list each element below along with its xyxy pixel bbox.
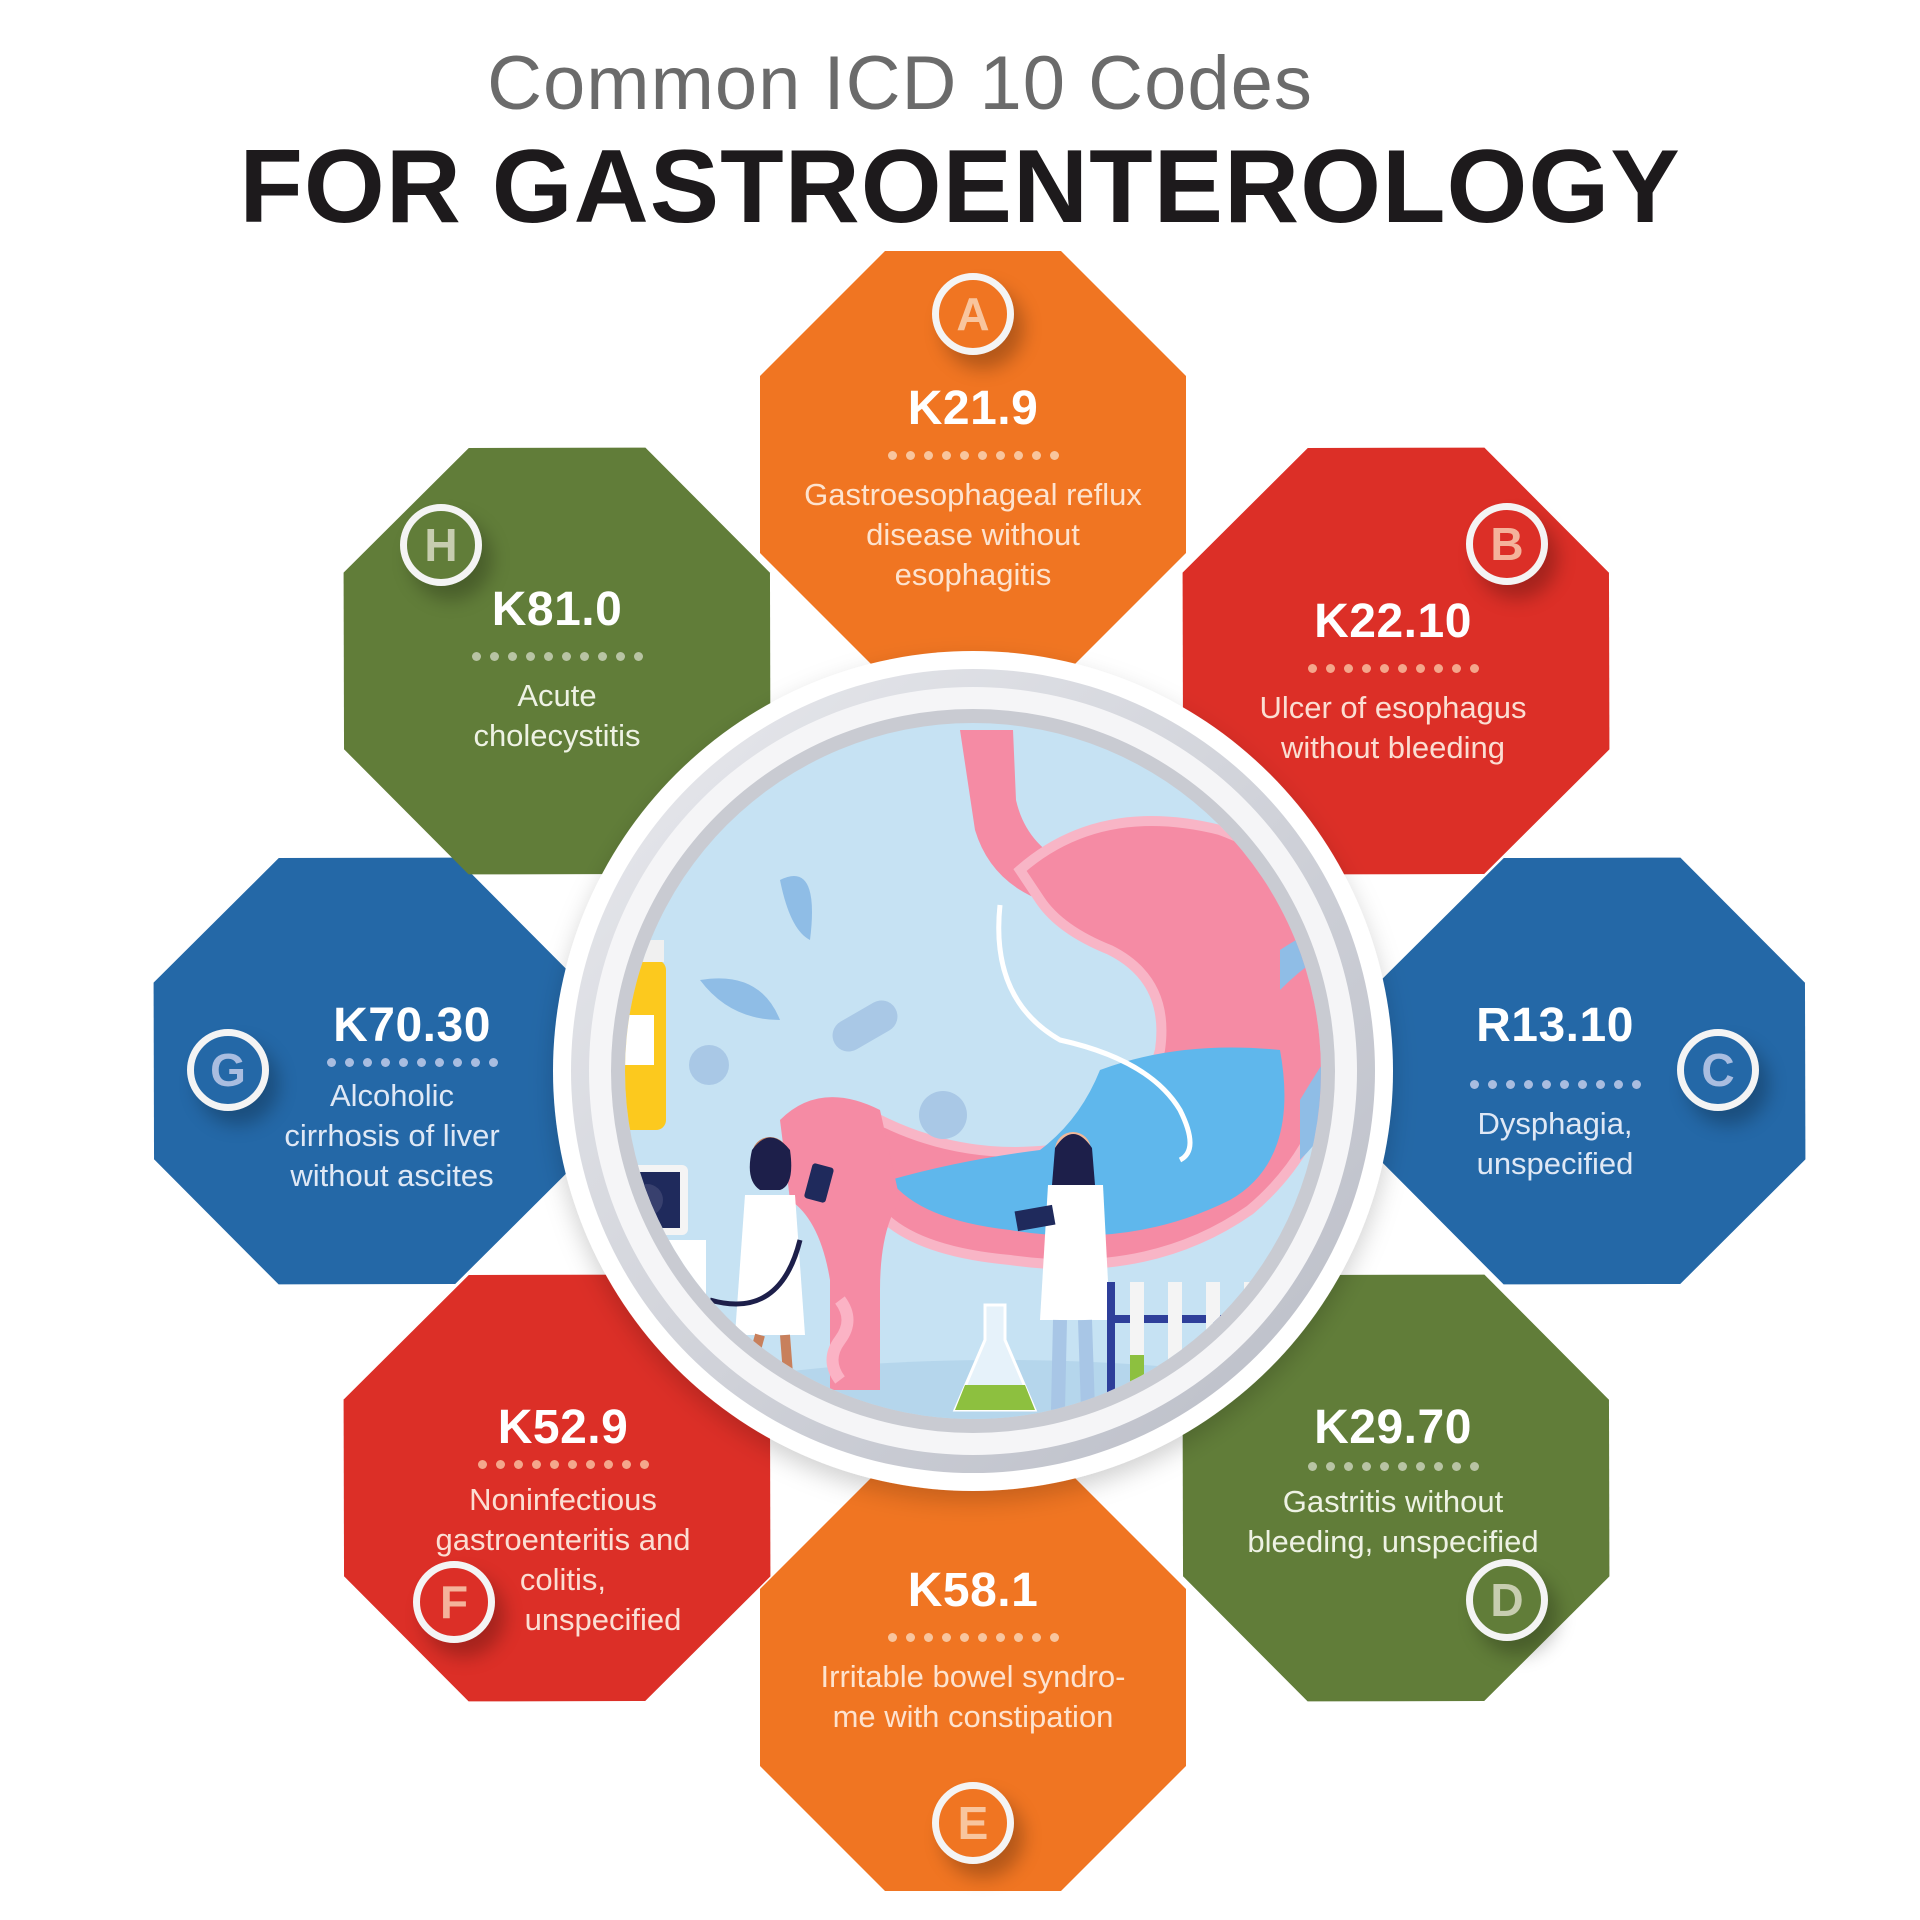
desc-f-line-4: unspecified bbox=[524, 1602, 682, 1637]
dot-divider bbox=[1183, 1462, 1603, 1476]
desc-c-line-1: Dysphagia, bbox=[1477, 1106, 1633, 1141]
badge-e-letter: E bbox=[957, 1797, 989, 1849]
code-c: R13.10 bbox=[1476, 999, 1634, 1052]
octagon-c bbox=[1378, 857, 1806, 1285]
desc-a-line-3: esophagitis bbox=[894, 557, 1052, 592]
dot-divider bbox=[182, 1058, 602, 1072]
badge-d-letter: D bbox=[1490, 1574, 1524, 1626]
desc-h-line-2: cholecystitis bbox=[473, 718, 641, 753]
desc-a-line-2: disease without bbox=[866, 517, 1080, 552]
octagon-a bbox=[760, 251, 1186, 678]
badge-h-letter: H bbox=[424, 519, 458, 571]
badge-b: B bbox=[1466, 503, 1548, 585]
dot-divider bbox=[353, 1460, 773, 1474]
code-panel-e: K58.1 Irritable bowel syndro- me with co… bbox=[763, 1563, 1183, 1737]
desc-g-line-1: Alcoholic bbox=[329, 1078, 455, 1113]
title-line-1: Common ICD 10 Codes bbox=[0, 40, 1920, 127]
desc-a-line-1: Gastroesophageal reflux bbox=[804, 477, 1142, 512]
desc-e-line-1: Irritable bowel syndro- bbox=[820, 1659, 1126, 1694]
title-line-1-text: Common ICD 10 Codes bbox=[487, 41, 1313, 126]
badge-g: G bbox=[187, 1029, 269, 1111]
octagon-g bbox=[153, 857, 581, 1285]
dot-divider bbox=[1183, 664, 1603, 678]
code-panel-h: K81.0 Acute cholecystitis bbox=[347, 582, 767, 756]
dot-divider bbox=[347, 652, 767, 666]
badge-b-letter: B bbox=[1490, 518, 1524, 570]
code-panel-a: K21.9 Gastroesophageal reflux disease wi… bbox=[763, 381, 1183, 595]
desc-g-line-2: cirrhosis of liver bbox=[284, 1118, 500, 1153]
code-panel-c: R13.10 Dysphagia, unspecified bbox=[1345, 998, 1765, 1184]
badge-h: H bbox=[400, 504, 482, 586]
badge-e: E bbox=[932, 1782, 1014, 1864]
badge-f-letter: F bbox=[439, 1576, 469, 1628]
desc-b-line-1: Ulcer of esophagus bbox=[1259, 690, 1527, 725]
title-line-2: FOR GASTROENTEROLOGY bbox=[239, 129, 1681, 245]
badge-c: C bbox=[1677, 1029, 1759, 1111]
octagon-e bbox=[760, 1464, 1186, 1891]
desc-c-line-2: unspecified bbox=[1476, 1146, 1634, 1181]
desc-f-line-2: gastroenteritis and bbox=[435, 1522, 691, 1557]
badge-d: D bbox=[1466, 1559, 1548, 1641]
code-panel-g: K70.30 Alcoholic cirrhosis of liver with… bbox=[182, 998, 602, 1196]
dot-divider bbox=[763, 451, 1183, 465]
desc-d-line-2: bleeding, unspecified bbox=[1247, 1524, 1539, 1559]
code-panel-f: K52.9 Noninfectious gastroenteritis and … bbox=[353, 1400, 773, 1640]
code-b: K22.10 bbox=[1314, 595, 1472, 648]
desc-e-line-2: me with constipation bbox=[832, 1699, 1114, 1734]
code-a: K21.9 bbox=[907, 382, 1039, 435]
desc-b-line-2: without bleeding bbox=[1280, 730, 1506, 765]
badge-a: A bbox=[932, 273, 1014, 355]
dot-divider bbox=[1345, 1080, 1765, 1094]
badge-f: F bbox=[413, 1561, 495, 1643]
code-panel-d: K29.70 Gastritis without bleeding, unspe… bbox=[1183, 1400, 1603, 1562]
badge-a-letter: A bbox=[956, 288, 990, 340]
code-panel-b: K22.10 Ulcer of esophagus without bleedi… bbox=[1183, 594, 1603, 768]
desc-f-line-1: Noninfectious bbox=[469, 1482, 657, 1517]
code-f: K52.9 bbox=[497, 1401, 629, 1454]
code-d: K29.70 bbox=[1314, 1401, 1472, 1454]
dot-divider bbox=[763, 1633, 1183, 1647]
desc-g-line-3: without ascites bbox=[290, 1158, 494, 1193]
badge-g-letter: G bbox=[210, 1044, 246, 1096]
badge-c-letter: C bbox=[1701, 1044, 1735, 1096]
desc-d-line-1: Gastritis without bbox=[1282, 1484, 1504, 1519]
code-g: K70.30 bbox=[333, 999, 491, 1052]
code-e: K58.1 bbox=[907, 1564, 1039, 1617]
desc-h-line-1: Acute bbox=[517, 678, 597, 713]
desc-f-line-3: colitis, bbox=[519, 1562, 607, 1597]
code-h: K81.0 bbox=[491, 583, 623, 636]
